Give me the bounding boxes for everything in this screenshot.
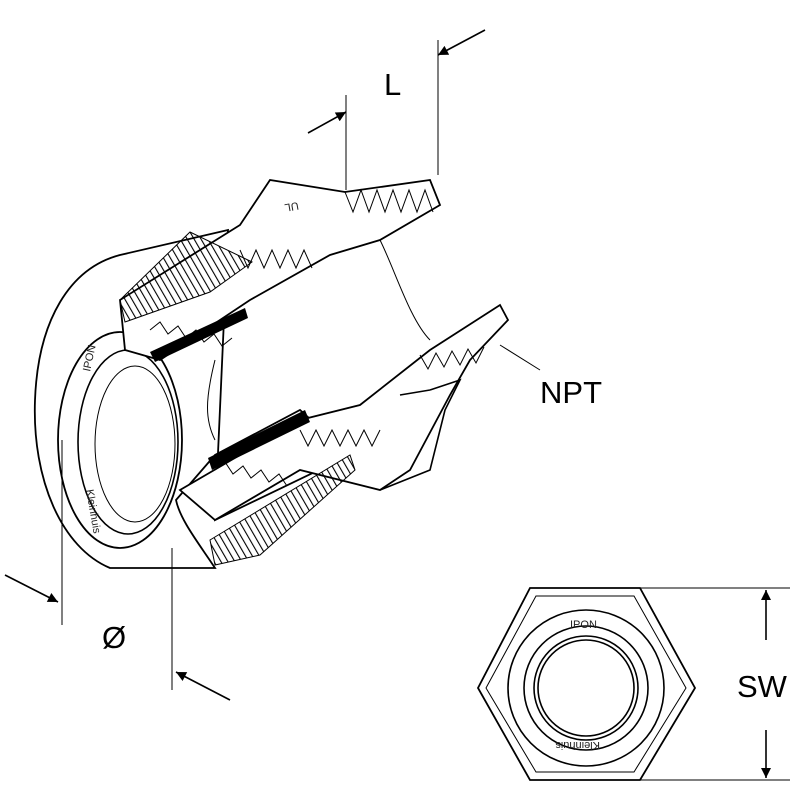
- length-dimension: L: [307, 29, 486, 190]
- wrench-size-label: SW: [737, 669, 788, 704]
- hex-body: [379, 378, 462, 491]
- lower-seal-insert: [208, 410, 310, 470]
- face-ring-inner: [533, 635, 639, 741]
- face-ring-outer: [507, 609, 665, 767]
- upper-seal-insert: [150, 308, 248, 362]
- marking-approval: UL: [284, 199, 300, 213]
- marking-maker-face: Kleinhuis: [555, 739, 600, 751]
- lower-knurl: [209, 454, 356, 566]
- cable-gland-cutaway: IPON Kleinhuis UL: [33, 179, 510, 569]
- face-bore: [537, 639, 635, 737]
- front-opening-bore: [94, 365, 176, 523]
- face-ring-mid: [523, 625, 649, 751]
- diameter-dimension: Ø: [4, 440, 231, 701]
- marking-brand-side: IPON: [81, 344, 98, 373]
- inner-bore: [207, 239, 431, 441]
- lower-thread: [214, 346, 485, 487]
- diameter-label: Ø: [102, 620, 126, 655]
- wrench-size-dimension: SW: [640, 587, 790, 781]
- hex-chamfer: [485, 595, 687, 773]
- front-opening-outer: [57, 331, 183, 549]
- thread-callout: NPT: [499, 344, 602, 410]
- lower-cut-section: [178, 303, 510, 522]
- marking-brand-face: IPON: [570, 619, 597, 631]
- thread-label: NPT: [540, 375, 602, 410]
- length-label: L: [384, 67, 401, 102]
- upper-knurl: [119, 231, 253, 323]
- front-view-hex: IPON Kleinhuis: [476, 587, 697, 781]
